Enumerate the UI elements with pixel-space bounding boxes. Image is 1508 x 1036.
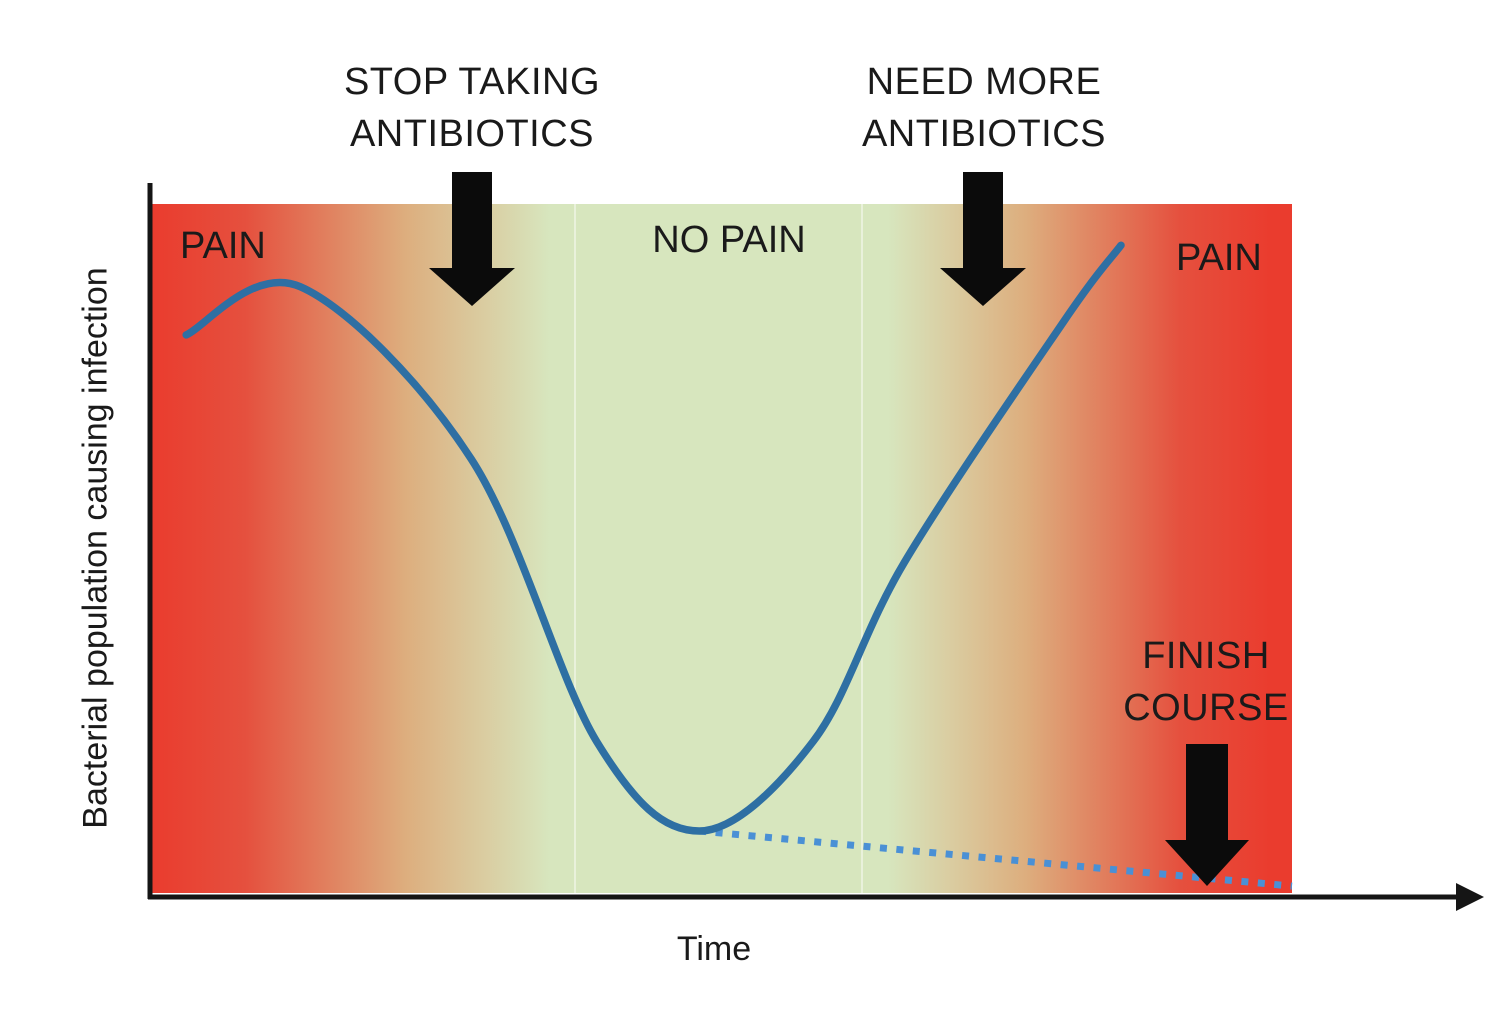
annotation-stop-taking-antibiotics: STOP TAKING ANTIBIOTICS bbox=[343, 61, 601, 155]
region-label-pain-right: PAIN bbox=[1176, 237, 1262, 279]
region-divider-right bbox=[861, 204, 863, 893]
region-label-no-pain: NO PAIN bbox=[652, 219, 806, 261]
finish-course-down-arrow-icon bbox=[1165, 744, 1249, 886]
solid-bacterial-population-curve bbox=[182, 241, 1125, 835]
x-axis-title: Time bbox=[676, 930, 752, 968]
dotted-finish-course-curve bbox=[698, 827, 1293, 890]
need-more-down-arrow-icon bbox=[940, 172, 1026, 306]
y-axis-title: Bacterial population causing infection bbox=[76, 267, 115, 829]
x-axis-arrowhead-icon bbox=[1456, 883, 1484, 911]
annotation-finish-course: FINISH COURSE bbox=[1123, 635, 1289, 729]
region-divider-left bbox=[574, 204, 576, 893]
stop-taking-down-arrow-icon bbox=[429, 172, 515, 306]
annotation-need-more-antibiotics: NEED MORE ANTIBIOTICS bbox=[861, 61, 1107, 155]
region-pain-left bbox=[152, 204, 575, 893]
region-label-pain-left: PAIN bbox=[180, 225, 266, 267]
